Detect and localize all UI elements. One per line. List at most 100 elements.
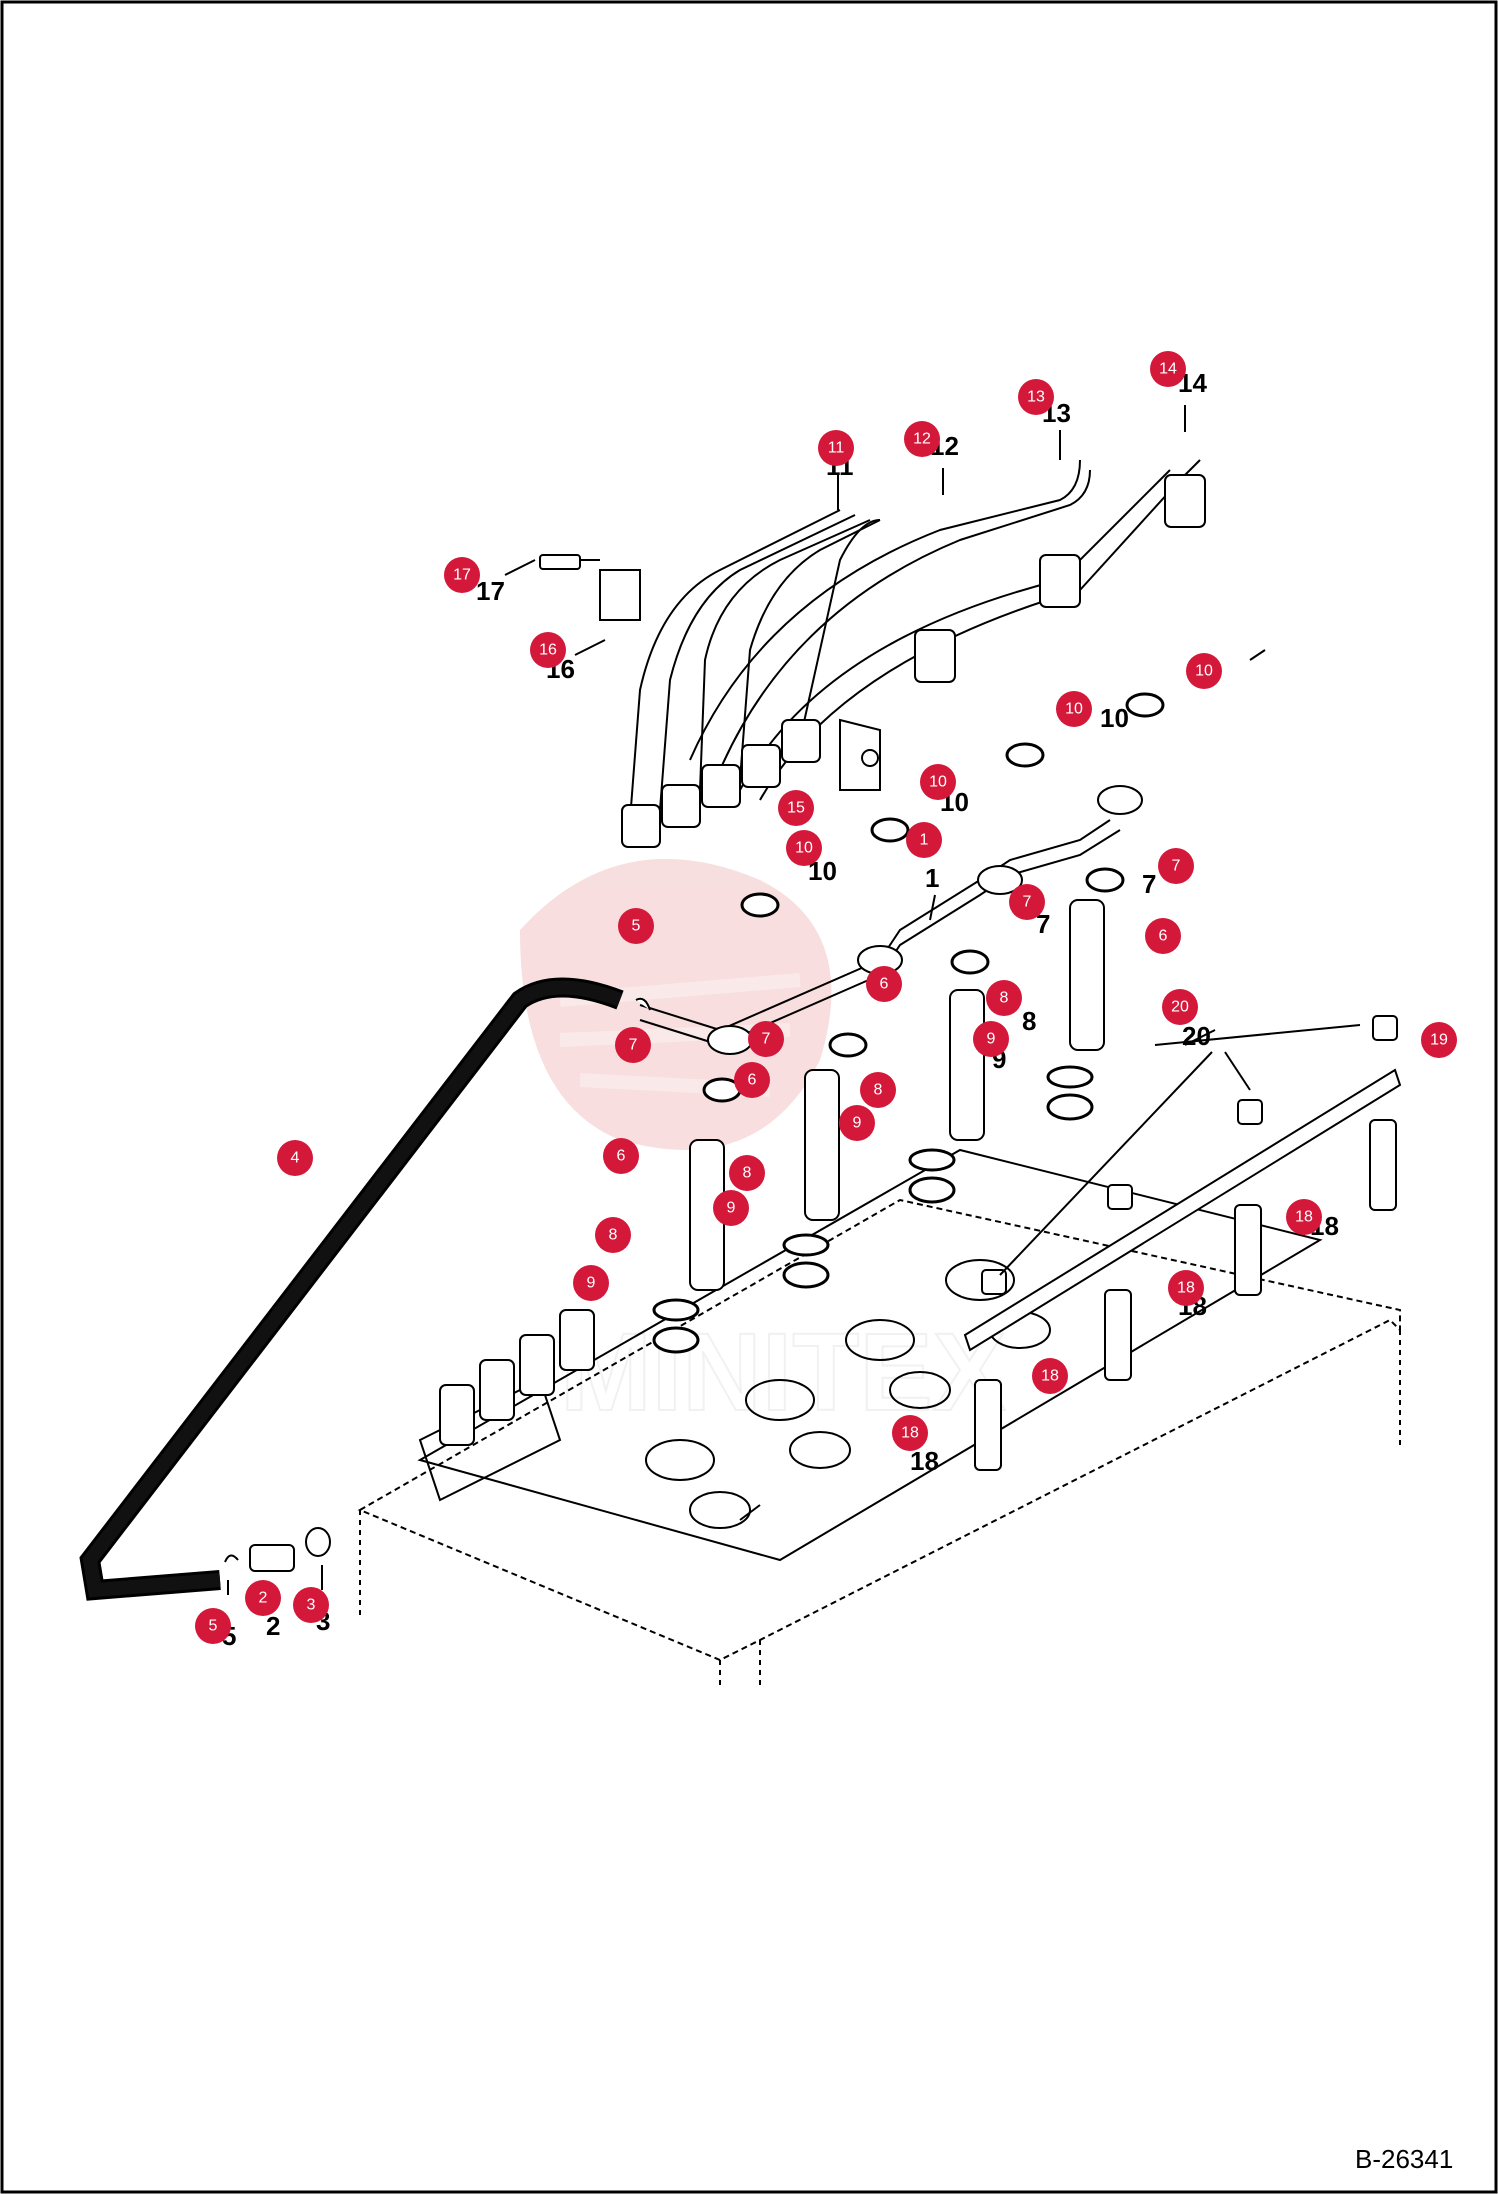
callout-c17: 17 — [444, 557, 480, 593]
callout-circle — [904, 421, 940, 457]
callout-circle — [1168, 1270, 1204, 1306]
num-2: 2 — [266, 1611, 280, 1641]
callout-circle — [906, 822, 942, 858]
callout-c11: 11 — [818, 430, 854, 466]
callout-circle — [1162, 989, 1198, 1025]
callout-circle — [195, 1608, 231, 1644]
callout-label: 6 — [748, 1072, 757, 1089]
bracket-and-bolt — [539, 554, 881, 791]
callout-label: 1 — [920, 832, 929, 849]
injector-seals — [652, 1065, 1094, 1354]
callout-c9c: 9 — [713, 1190, 749, 1226]
callout-circle — [1145, 918, 1181, 954]
callout-label: 10 — [1195, 663, 1213, 680]
num-7a: 7 — [1036, 909, 1050, 939]
callout-circle — [778, 790, 814, 826]
callout-label: 10 — [929, 774, 947, 791]
callout-label: 6 — [880, 976, 889, 993]
callout-circle — [595, 1217, 631, 1253]
callout-label: 8 — [743, 1165, 752, 1182]
callout-circle — [444, 557, 480, 593]
num-17: 17 — [476, 576, 505, 606]
callout-c20: 20 — [1162, 989, 1198, 1025]
callout-label: 9 — [587, 1275, 596, 1292]
glow-plugs — [963, 1015, 1402, 1471]
callout-label: 7 — [1023, 894, 1032, 911]
callout-circle — [530, 632, 566, 668]
callout-c7b: 7 — [1009, 884, 1045, 920]
callout-label: 20 — [1171, 999, 1189, 1016]
num-10a: 10 — [1100, 703, 1129, 733]
callout-circle — [1158, 848, 1194, 884]
callout-label: 9 — [727, 1200, 736, 1217]
banjo-fitting — [224, 997, 651, 1572]
callout-c6d: 6 — [603, 1138, 639, 1174]
callout-c18d: 18 — [892, 1415, 928, 1451]
callout-c18c: 18 — [1032, 1358, 1068, 1394]
callout-c5a: 5 — [618, 908, 654, 944]
callout-label: 8 — [1000, 990, 1009, 1007]
callout-c8c: 8 — [729, 1155, 765, 1191]
callout-c7c: 7 — [615, 1027, 651, 1063]
pump-outlets — [439, 1309, 595, 1446]
callout-label: 17 — [453, 567, 471, 584]
callout-circle — [892, 1415, 928, 1451]
callout-circle — [618, 908, 654, 944]
callout-circle — [818, 430, 854, 466]
callout-circle — [277, 1140, 313, 1176]
callout-c6a: 6 — [1145, 918, 1181, 954]
callout-circle — [734, 1062, 770, 1098]
callout-c8d: 8 — [595, 1217, 631, 1253]
callout-circle — [986, 980, 1022, 1016]
num-1: 1 — [925, 863, 939, 893]
callout-circle — [1009, 884, 1045, 920]
callout-c10a: 10 — [1186, 653, 1222, 689]
watermark-logo: MINITEX — [520, 858, 1007, 1435]
callout-label: 18 — [1041, 1368, 1059, 1385]
callout-circle — [245, 1580, 281, 1616]
pipe-nuts — [621, 474, 1206, 848]
leader-lines — [227, 405, 1361, 1595]
callout-circle — [920, 764, 956, 800]
callout-c12: 12 — [904, 421, 940, 457]
callout-c18a: 18 — [1286, 1199, 1322, 1235]
callout-label: 16 — [539, 642, 557, 659]
callout-circle — [1421, 1022, 1457, 1058]
callout-circle — [1056, 691, 1092, 727]
callout-label: 7 — [629, 1037, 638, 1054]
callout-c2: 2 — [245, 1580, 281, 1616]
callout-circle — [973, 1021, 1009, 1057]
callout-circle — [866, 966, 902, 1002]
callout-c9a: 9 — [973, 1021, 1009, 1057]
callout-label: 10 — [1065, 701, 1083, 718]
callout-circle — [1286, 1199, 1322, 1235]
callout-label: 4 — [291, 1150, 300, 1167]
callout-c14: 14 — [1150, 351, 1186, 387]
leak-off-pipe — [639, 785, 1143, 1055]
callout-circle — [839, 1105, 875, 1141]
washers — [702, 692, 1165, 1103]
callout-circle — [1150, 351, 1186, 387]
callout-label: 18 — [1295, 1209, 1313, 1226]
callout-label: 6 — [617, 1148, 626, 1165]
callout-c19: 19 — [1421, 1022, 1457, 1058]
callout-label: 5 — [632, 918, 641, 935]
callout-label: 6 — [1159, 928, 1168, 945]
callout-circle — [603, 1138, 639, 1174]
callout-c13: 13 — [1018, 379, 1054, 415]
callout-circle — [713, 1190, 749, 1226]
callout-c3: 3 — [293, 1587, 329, 1623]
callout-label: 19 — [1430, 1032, 1448, 1049]
callout-circle — [1018, 379, 1054, 415]
callout-label: 8 — [874, 1082, 883, 1099]
callout-circle — [860, 1072, 896, 1108]
callout-c10b: 10 — [1056, 691, 1092, 727]
callout-label: 18 — [1177, 1280, 1195, 1297]
callout-label: 3 — [307, 1597, 316, 1614]
callout-c9b: 9 — [839, 1105, 875, 1141]
callout-circle — [729, 1155, 765, 1191]
callout-circle — [1186, 653, 1222, 689]
callout-c7a: 7 — [1158, 848, 1194, 884]
callout-label: 14 — [1159, 361, 1177, 378]
